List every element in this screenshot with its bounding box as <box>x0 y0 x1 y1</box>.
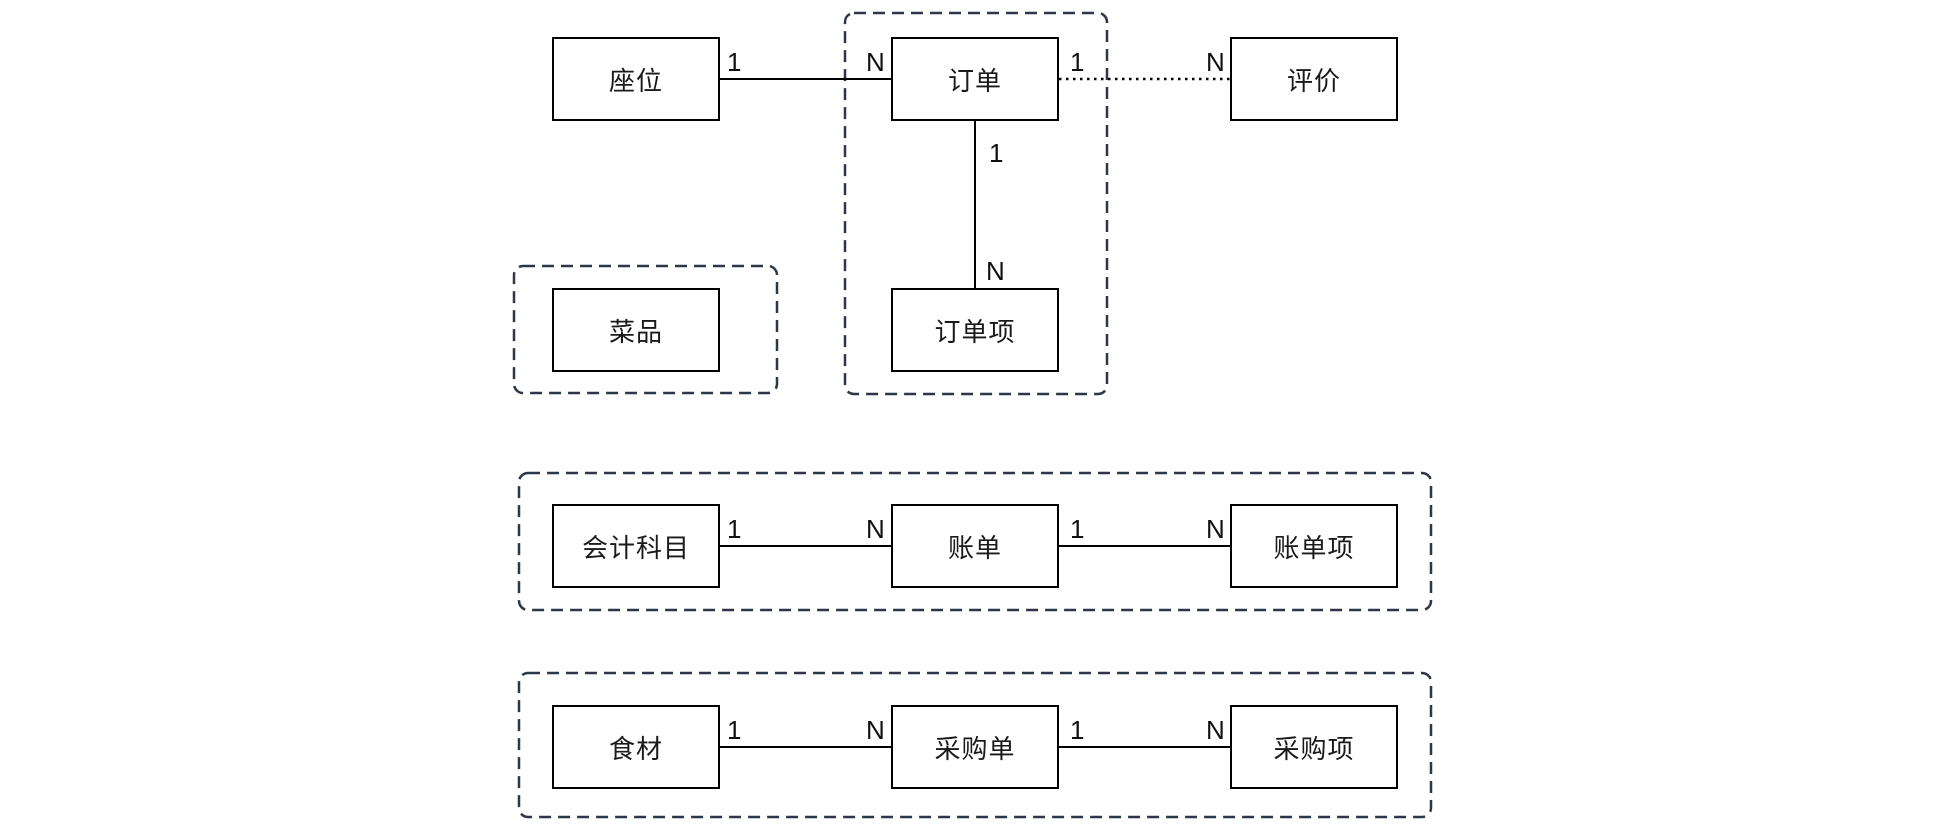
entity-order-label: 订单 <box>947 65 1002 96</box>
cardinality-bill-billitem-1: 1 <box>1070 514 1085 544</box>
cardinality-order-review-n: N <box>1206 47 1225 77</box>
entity-ingredient: 食材 <box>552 705 720 789</box>
cardinality-subject-bill-1: 1 <box>727 514 742 544</box>
cardinality-po-poitem-1: 1 <box>1070 715 1085 745</box>
entity-dish-label: 菜品 <box>608 316 663 347</box>
entity-dish: 菜品 <box>552 288 720 372</box>
entity-ingredient-label: 食材 <box>608 733 663 764</box>
entity-review-label: 评价 <box>1286 65 1341 96</box>
cardinality-po-poitem-n: N <box>1206 715 1225 745</box>
cardinality-ingredient-po-n: N <box>866 715 885 745</box>
entity-bill-item: 账单项 <box>1230 504 1398 588</box>
group-purchase-outline <box>517 671 1433 819</box>
entity-bill-label: 账单 <box>947 532 1002 563</box>
cardinality-order-orderitem-n: N <box>986 256 1005 286</box>
entity-account-subject: 会计科目 <box>552 504 720 588</box>
entity-purchase-order-label: 采购单 <box>934 733 1016 764</box>
group-dish-outline <box>512 264 779 395</box>
entity-bill-item-label: 账单项 <box>1273 532 1355 563</box>
entity-seat: 座位 <box>552 37 720 121</box>
group-order-outline <box>843 11 1109 396</box>
cardinality-order-orderitem-1: 1 <box>989 138 1004 168</box>
entity-order: 订单 <box>891 37 1059 121</box>
cardinality-seat-order-n: N <box>866 47 885 77</box>
cardinality-ingredient-po-1: 1 <box>727 715 742 745</box>
entity-review: 评价 <box>1230 37 1398 121</box>
entity-account-subject-label: 会计科目 <box>581 532 690 563</box>
entity-seat-label: 座位 <box>608 65 663 96</box>
entity-purchase-item: 采购项 <box>1230 705 1398 789</box>
entity-purchase-item-label: 采购项 <box>1273 733 1355 764</box>
cardinality-seat-order-1: 1 <box>727 47 742 77</box>
entity-order-item: 订单项 <box>891 288 1059 372</box>
cardinality-bill-billitem-n: N <box>1206 514 1225 544</box>
cardinality-subject-bill-n: N <box>866 514 885 544</box>
entity-purchase-order: 采购单 <box>891 705 1059 789</box>
entity-bill: 账单 <box>891 504 1059 588</box>
cardinality-order-review-1: 1 <box>1070 47 1085 77</box>
group-bill-outline <box>517 471 1433 612</box>
entity-order-item-label: 订单项 <box>934 316 1016 347</box>
